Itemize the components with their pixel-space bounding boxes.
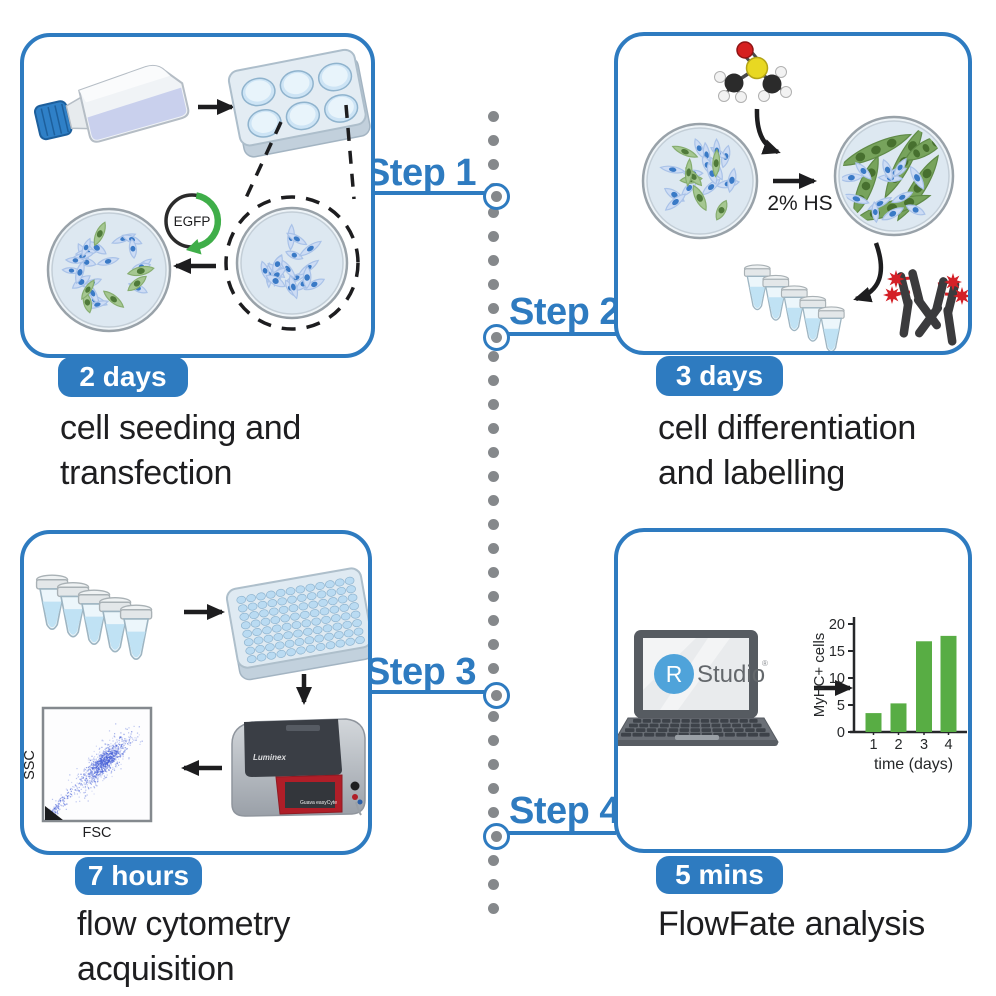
microtube-row-icon [35,574,153,660]
petri-dish-untransfected [235,206,349,320]
svg-text:15: 15 [829,644,845,660]
egfp-plasmid-icon: EGFP [164,192,222,255]
96-well-plate-icon [225,567,368,681]
rstudio-logo: R Studio ® [654,654,768,694]
caption-step2: cell differentiation and labelling [658,409,916,492]
svg-text:0: 0 [837,725,845,741]
svg-text:MyHC+ cells: MyHC+ cells [811,633,828,718]
six-well-plate-icon [227,48,371,158]
step2-label: Step 2 [509,291,621,333]
fsc-ssc-scatter-plot: SSC FSC [24,706,153,841]
panel-cell-seeding-transfection: EGFP [20,33,375,358]
caption-step3: flow cytometry acquisition [77,905,291,988]
duration-badge-step4: 5 mins [656,856,783,894]
petri-dish-differentiated [833,115,955,237]
microtube-row-icon [743,264,845,351]
panel-flow-cytometry: Luminex Guava easyCyte SSC FSC [20,530,372,855]
dmso-molecule-icon [714,41,792,103]
petri-dish-transfected [46,207,172,333]
timeline-node-step2 [482,323,510,351]
duration-badge-step3: 7 hours [75,857,202,895]
plasmid-label: EGFP [174,214,211,229]
step4-connector-line [501,831,616,835]
timeline-node-step4 [482,822,510,850]
zoom-dashed-line-right [344,104,356,200]
instrument-model-label: Guava easyCyte [300,800,337,806]
step3-label: Step 3 [364,651,477,693]
svg-text:3: 3 [920,737,928,753]
svg-text:10: 10 [829,671,845,687]
petri-dish-before-differentiation [641,122,759,240]
arrow-dish-to-tubes [853,242,884,303]
svg-text:1: 1 [869,737,877,753]
step2-connector-line [501,332,616,336]
svg-text:20: 20 [829,617,845,633]
instrument-brand-label: Luminex [253,753,286,762]
scatter-xlabel: FSC [83,825,112,841]
fluorophore-stars [883,270,968,305]
scatter-ylabel: SSC [24,750,38,780]
step1-label: Step 1 [364,152,477,194]
rstudio-logo-name: Studio [697,661,765,688]
timeline-node-step1 [482,182,510,210]
step3-connector-line [372,690,484,694]
svg-text:time (days): time (days) [874,756,953,773]
rstudio-logo-letter: R [666,661,683,687]
timeline-node-step3 [482,681,510,709]
step4-label: Step 4 [509,790,621,832]
culture-flask-icon [33,64,190,143]
registered-mark: ® [762,659,768,668]
caption-step4: FlowFate analysis [658,905,925,943]
arrow-dmso-to-cells [754,108,781,155]
svg-text:4: 4 [944,737,952,753]
duration-badge-step2: 3 days [656,356,783,396]
panel-differentiation-labelling: 2% HS [614,32,972,355]
zoom-dashed-line-left [243,121,283,201]
duration-badge-step1: 2 days [58,357,188,397]
flow-cytometer-icon: Luminex Guava easyCyte [231,718,366,817]
labelled-antibody-icon [883,269,968,346]
caption-step1: cell seeding and transfection [60,409,301,492]
laptop-icon: R Studio ® [618,630,779,746]
treatment-label: 2% HS [767,192,832,215]
step1-connector-line [375,191,484,195]
svg-text:2: 2 [894,737,902,753]
zoom-dashed-circle [224,195,360,331]
svg-text:5: 5 [837,698,845,714]
